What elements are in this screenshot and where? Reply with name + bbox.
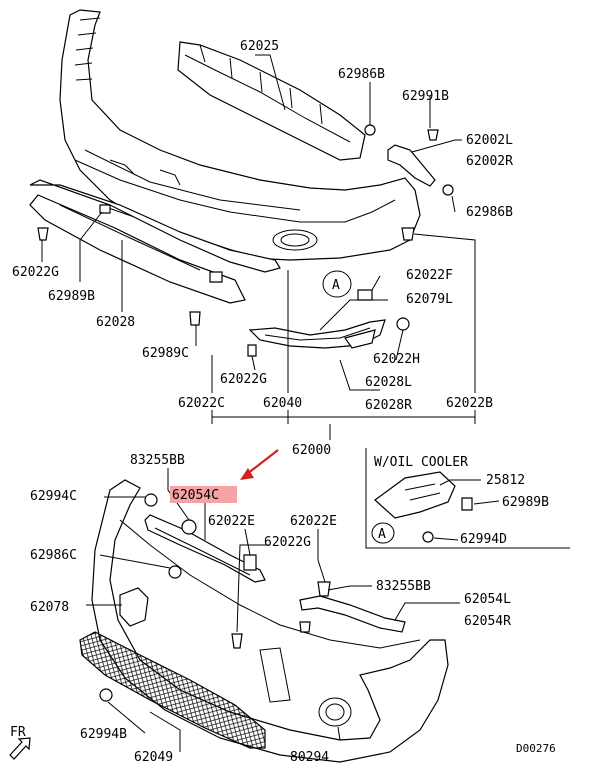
label-62054R: 62054R <box>464 614 511 629</box>
label-62002R: 62002R <box>466 154 513 169</box>
label-62025: 62025 <box>240 39 279 54</box>
lower-lip-62040 <box>248 319 386 349</box>
label-62078: 62078 <box>30 600 69 615</box>
label-62994D: 62994D <box>460 532 507 547</box>
label-62028L: 62028L <box>365 375 412 390</box>
label-62022F: 62022F <box>406 268 453 283</box>
callout-a-label: A <box>332 278 340 293</box>
reinforcement-62054C <box>144 514 266 583</box>
label-62994B: 62994B <box>80 727 127 742</box>
label-83255BB-right: 83255BB <box>376 579 431 594</box>
mesh-grille-62049 <box>79 631 266 749</box>
label-62022G-low: 62022G <box>264 535 311 550</box>
highlight-arrow <box>240 449 279 480</box>
oil-cooler-inset <box>365 448 570 549</box>
callout-a-lower-label: A <box>378 527 386 542</box>
label-62986C: 62986C <box>30 548 77 563</box>
bracket-62078 <box>119 587 149 627</box>
label-oil-cooler-title: W/OIL COOLER <box>374 455 468 470</box>
label-fr: FR <box>10 725 26 740</box>
label-80294: 80294 <box>290 750 329 765</box>
label-83255BB-top: 83255BB <box>130 453 185 468</box>
label-62022H: 62022H <box>373 352 420 367</box>
label-62002L: 62002L <box>466 133 513 148</box>
front-direction-arrow <box>9 737 31 760</box>
label-62000: 62000 <box>292 443 331 458</box>
label-62022B: 62022B <box>446 396 493 411</box>
label-62054L: 62054L <box>464 592 511 607</box>
highlight-box-62054C <box>170 486 237 503</box>
label-25812: 25812 <box>486 473 525 488</box>
label-62040: 62040 <box>263 396 302 411</box>
label-62022E-b: 62022E <box>290 514 337 529</box>
leader-lines-upper <box>41 54 476 440</box>
label-62022C: 62022C <box>178 396 225 411</box>
label-62049: 62049 <box>134 750 173 765</box>
label-62022G-mid: 62022G <box>220 372 267 387</box>
label-62022E-a: 62022E <box>208 514 255 529</box>
energy-absorber <box>177 41 366 161</box>
label-62028R: 62028R <box>365 398 412 413</box>
label-62991B: 62991B <box>402 89 449 104</box>
label-62022G-left: 62022G <box>12 265 59 280</box>
label-62989C: 62989C <box>142 346 189 361</box>
label-62989B-box: 62989B <box>502 495 549 510</box>
label-62028: 62028 <box>96 315 135 330</box>
label-62994C: 62994C <box>30 489 77 504</box>
label-62986B-top: 62986B <box>338 67 385 82</box>
label-62986B-right: 62986B <box>466 205 513 220</box>
bracket-62002 <box>387 144 436 187</box>
label-62054C: 62054C <box>172 488 219 503</box>
label-62989B: 62989B <box>48 289 95 304</box>
leader-lines-lower <box>86 468 460 752</box>
label-62079L: 62079L <box>406 292 453 307</box>
side-bracket-62054 <box>299 595 406 633</box>
callout-a-upper: A <box>322 270 352 298</box>
clips-lower <box>99 493 331 702</box>
label-doc-id: D00276 <box>516 742 556 755</box>
